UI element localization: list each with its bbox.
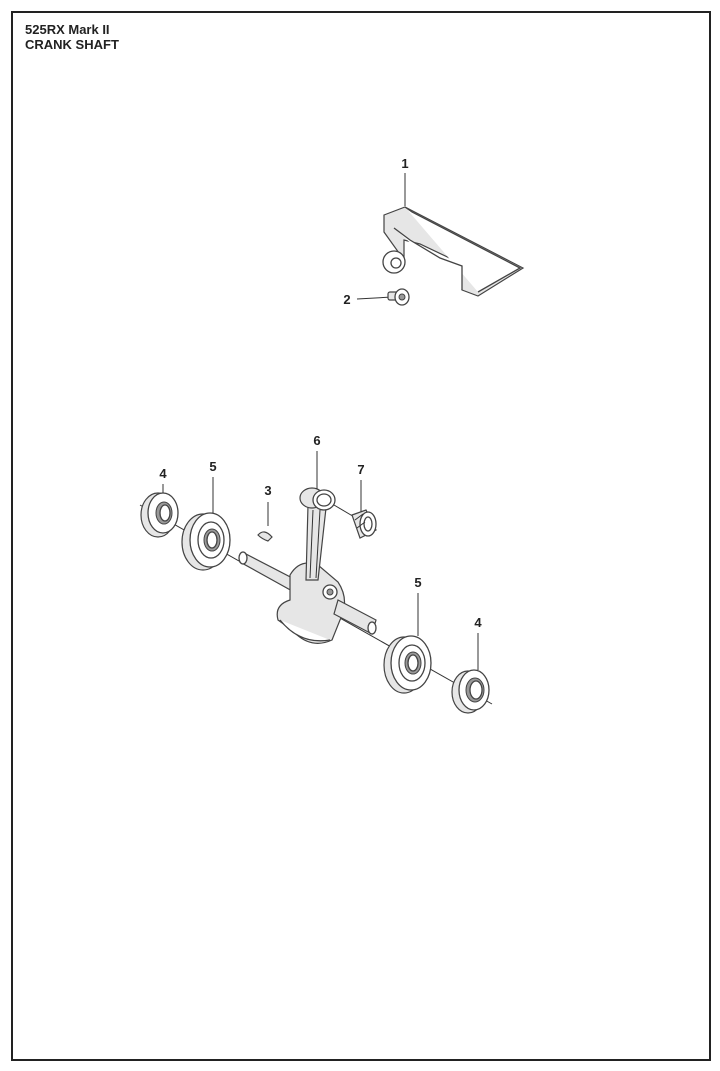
- callout-4-right: 4: [474, 615, 482, 670]
- part-6-connecting-rod[interactable]: [299, 487, 336, 581]
- callout-4-left: 4: [159, 466, 167, 493]
- section-name: CRANK SHAFT: [25, 37, 119, 52]
- callout-3: 3: [264, 483, 272, 526]
- svg-text:4: 4: [159, 466, 167, 481]
- svg-text:1: 1: [401, 156, 408, 171]
- part-5-bearing-right[interactable]: [383, 635, 432, 694]
- callout-1: 1: [401, 156, 409, 206]
- callout-5-right: 5: [414, 575, 422, 636]
- callout-6: 6: [313, 433, 321, 489]
- svg-text:6: 6: [313, 433, 320, 448]
- svg-text:3: 3: [264, 483, 271, 498]
- callout-5-left: 5: [209, 459, 217, 513]
- part-3-key[interactable]: [257, 531, 273, 542]
- part-5-bearing-left[interactable]: [181, 512, 231, 571]
- svg-text:4: 4: [474, 615, 482, 630]
- callout-7: 7: [357, 462, 365, 512]
- callout-2: 2: [343, 292, 350, 307]
- svg-text:7: 7: [357, 462, 364, 477]
- part-2-screw[interactable]: [356, 288, 410, 306]
- svg-text:2: 2: [343, 292, 350, 307]
- drawing-frame: [11, 11, 711, 1061]
- svg-text:5: 5: [414, 575, 421, 590]
- part-7-needle-bearing[interactable]: [333, 504, 377, 539]
- crankshaft[interactable]: [238, 551, 377, 644]
- part-1-cover-plate[interactable]: [382, 206, 525, 297]
- model-name: 525RX Mark II: [25, 22, 110, 37]
- part-4-seal-right[interactable]: [451, 669, 490, 714]
- svg-text:5: 5: [209, 459, 216, 474]
- title-block: 525RX Mark II CRANK SHAFT: [25, 22, 119, 52]
- part-4-seal-left[interactable]: [140, 492, 179, 538]
